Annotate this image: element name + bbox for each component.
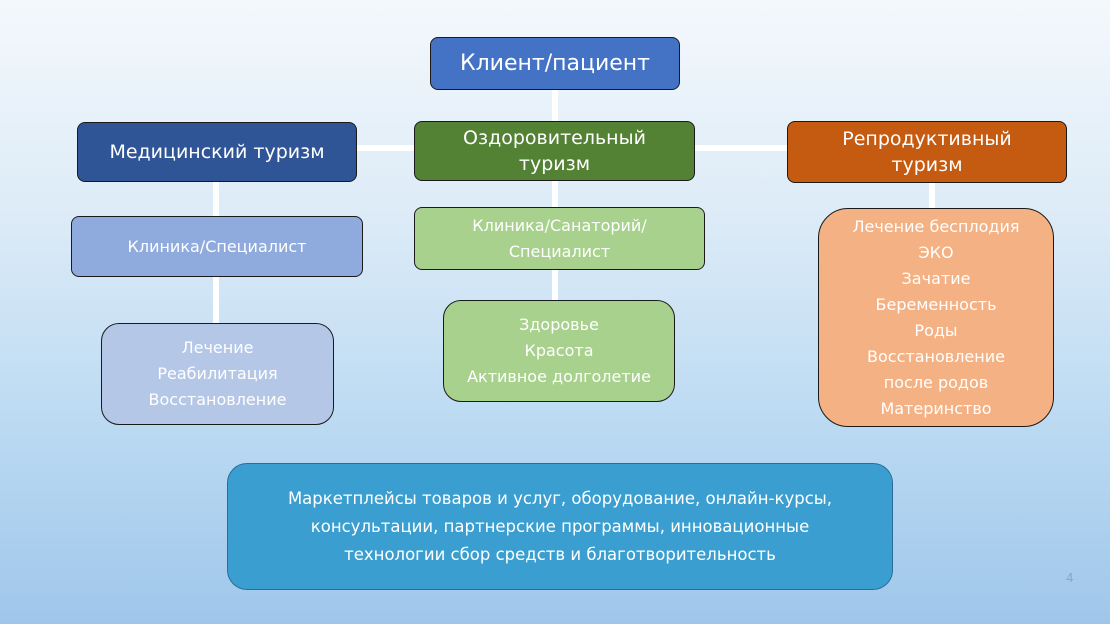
service-item: Восстановление: [867, 346, 1005, 366]
node-label: Репродуктивный: [842, 128, 1012, 150]
service-item: Реабилитация: [157, 364, 278, 383]
reproductive-services-node: Лечение бесплодия ЭКО Зачатие Беременнос…: [818, 208, 1054, 427]
root-label: Клиент/пациент: [460, 50, 650, 76]
medical-tourism-node: Медицинский туризм: [77, 122, 357, 182]
node-label: туризм: [518, 153, 591, 175]
connector-root: [552, 90, 558, 300]
node-label: Оздоровительный: [463, 127, 646, 149]
service-item: Материнство: [880, 398, 992, 418]
service-item: Здоровье: [519, 315, 599, 334]
node-label: Клиника/Специалист: [127, 236, 307, 256]
service-item: после родов: [883, 372, 989, 392]
service-item: Красота: [524, 341, 594, 360]
node-label: туризм: [891, 154, 963, 176]
medical-services-node: Лечение Реабилитация Восстановление: [101, 323, 334, 425]
service-item: Лечение бесплодия: [852, 216, 1020, 236]
service-item: ЭКО: [918, 242, 954, 262]
slide-number: 4: [1066, 571, 1074, 585]
node-label: Медицинский туризм: [109, 141, 325, 163]
wellness-services-node: Здоровье Красота Активное долголетие: [443, 300, 675, 402]
service-item: Зачатие: [901, 268, 971, 288]
node-label: Клиника/Санаторий/: [472, 215, 647, 235]
root-node-client-patient: Клиент/пациент: [430, 37, 680, 90]
node-label: Специалист: [508, 241, 611, 261]
service-item: Активное долголетие: [467, 367, 651, 386]
wellness-provider-node: Клиника/Санаторий/ Специалист: [414, 207, 705, 270]
service-item: Беременность: [875, 294, 997, 314]
service-item: Восстановление: [148, 390, 287, 409]
service-item: Лечение: [181, 338, 254, 357]
bottom-text-line: технологии сбор средств и благотворитель…: [344, 544, 776, 564]
medical-provider-node: Клиника/Специалист: [71, 216, 363, 277]
service-item: Роды: [914, 320, 958, 340]
wellness-tourism-node: Оздоровительный туризм: [414, 121, 695, 181]
reproductive-tourism-node: Репродуктивный туризм: [787, 121, 1067, 183]
marketplace-services-node: Маркетплейсы товаров и услуг, оборудован…: [227, 463, 893, 590]
bottom-text-line: Маркетплейсы товаров и услуг, оборудован…: [287, 488, 833, 508]
bottom-text-line: консультации, партнерские программы, инн…: [310, 516, 810, 536]
connector-reproductive: [929, 183, 935, 208]
